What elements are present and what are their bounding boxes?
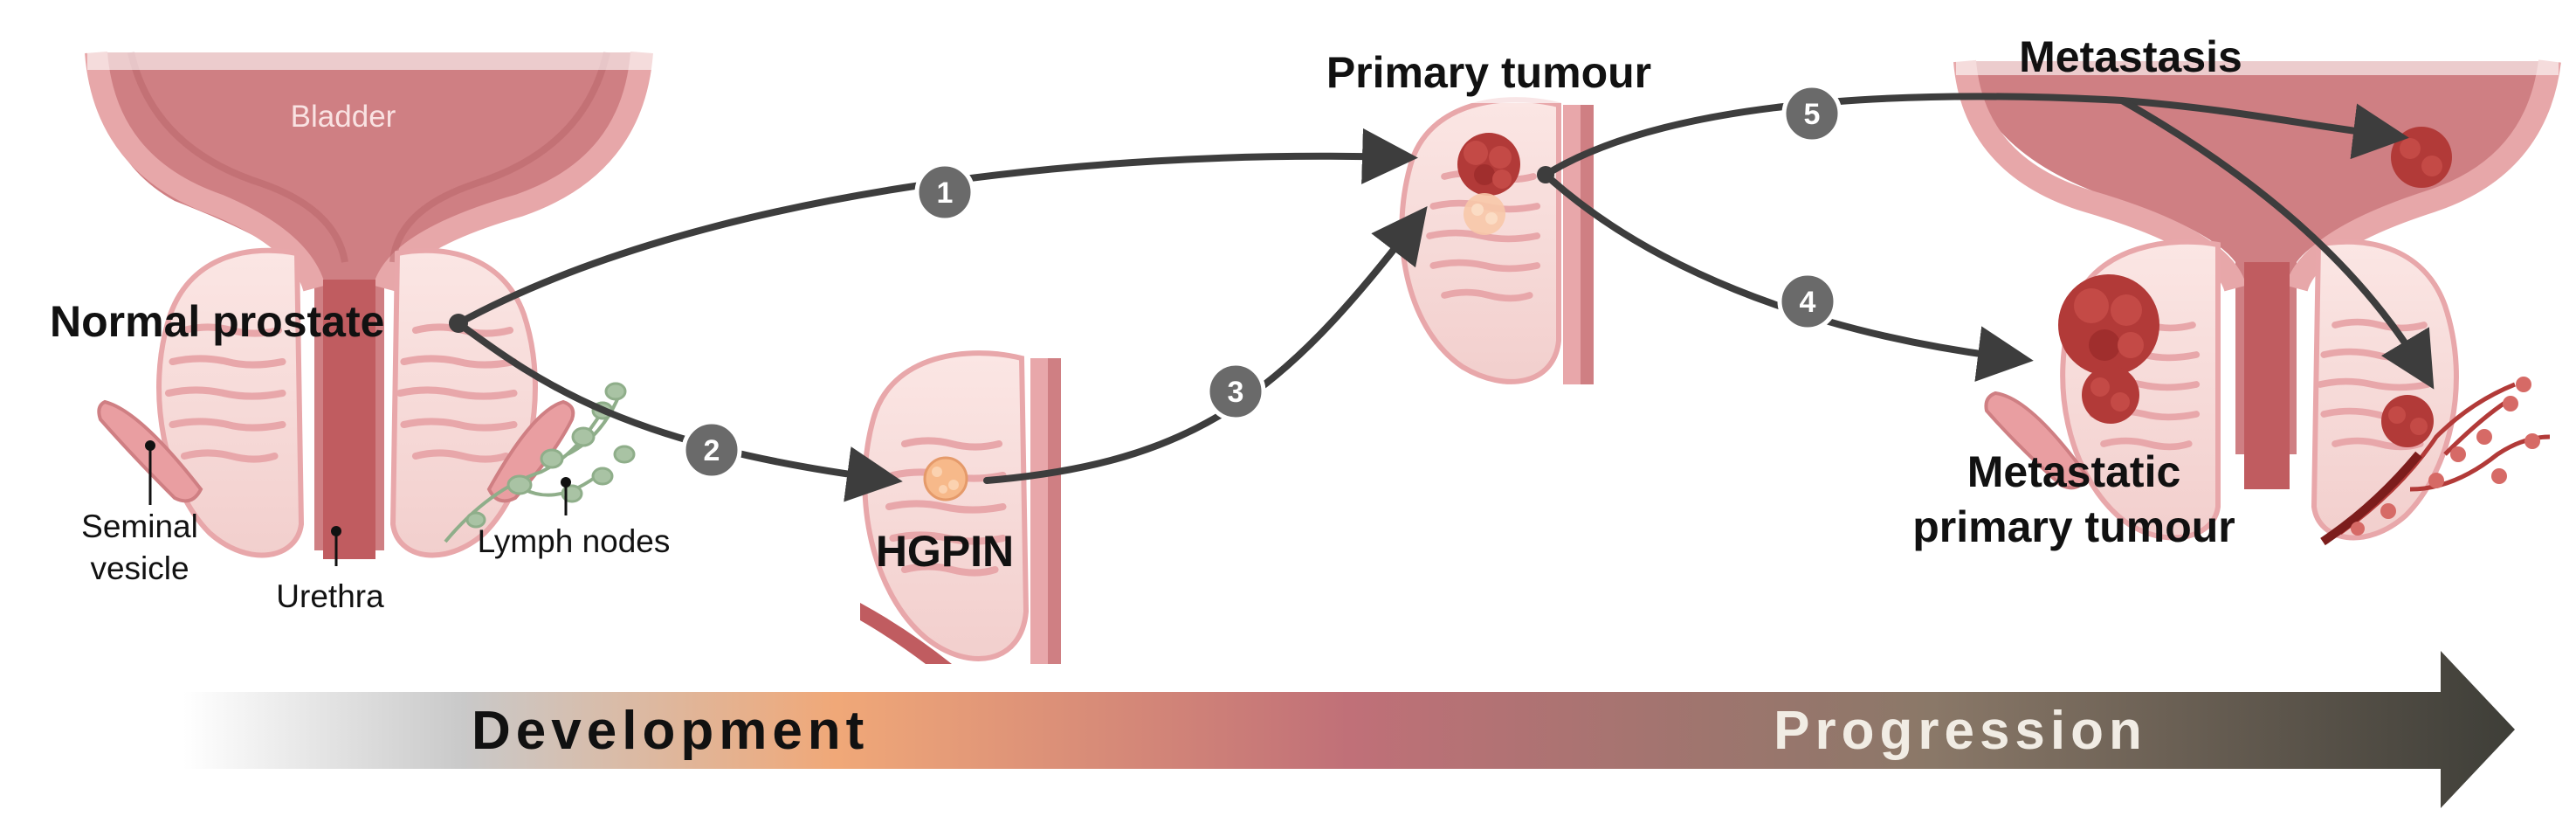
step-marker-4: 4 xyxy=(1777,271,1838,332)
step-marker-3: 3 xyxy=(1205,361,1266,422)
urethra-tube xyxy=(323,280,375,559)
hgpin-illustration xyxy=(860,350,1061,664)
svg-text:4: 4 xyxy=(1800,286,1816,319)
step-marker-5: 5 xyxy=(1781,83,1842,144)
svg-text:3: 3 xyxy=(1228,376,1244,409)
metastatic-primary-tumour-mass xyxy=(2058,274,2159,424)
metastatic-primary-tumour-label-line2: primary tumour xyxy=(1912,502,2235,551)
arrow-5 xyxy=(1542,93,2409,178)
metastasis-illustration xyxy=(1953,44,2561,546)
progression-label: Progression xyxy=(1774,701,2147,761)
arrow-1 xyxy=(455,128,1418,327)
arrow-origin-primary xyxy=(1537,166,1554,183)
metastatic-primary-tumour-label-line1: Metastatic xyxy=(1967,447,2181,496)
hgpin-lesion xyxy=(923,456,968,501)
development-label: Development xyxy=(472,701,869,761)
seminal-vesicle-label-line1: Seminal xyxy=(81,508,198,544)
primary-tumour-illustration xyxy=(1397,87,1607,384)
arrow-4 xyxy=(1542,171,2034,382)
arrow-5-branch xyxy=(2118,97,2435,390)
primary-tumour-label: Primary tumour xyxy=(1326,48,1651,97)
urethra-label: Urethra xyxy=(276,578,384,614)
svg-text:2: 2 xyxy=(704,434,720,467)
seminal-vesicle-right xyxy=(486,399,575,503)
primary-tumour-pale-lesion xyxy=(1464,193,1505,235)
metastasis-label: Metastasis xyxy=(2019,32,2242,81)
bladder-metastasis-mass xyxy=(2391,127,2452,188)
lymph-node-metastasis xyxy=(2320,377,2551,546)
normal-prostate-label: Normal prostate xyxy=(50,297,384,346)
svg-text:5: 5 xyxy=(1804,98,1821,131)
lymph-nodes-cluster xyxy=(444,382,636,543)
arrow-origin-normal xyxy=(449,314,468,333)
arrow-2 xyxy=(455,320,903,502)
lymph-nodes-label: Lymph nodes xyxy=(478,523,671,559)
hgpin-label: HGPIN xyxy=(876,527,1014,576)
step-marker-1: 1 xyxy=(914,162,975,223)
development-progression-bar: Development Progression xyxy=(183,651,2515,808)
step-marker-2: 2 xyxy=(681,419,742,481)
seminal-vesicle-label-line2: vesicle xyxy=(90,550,189,586)
primary-tumour-mass xyxy=(1457,133,1520,196)
bladder-label: Bladder xyxy=(291,100,396,134)
metastasis-seminal-vesicle xyxy=(1984,391,2090,490)
svg-text:1: 1 xyxy=(937,176,954,210)
